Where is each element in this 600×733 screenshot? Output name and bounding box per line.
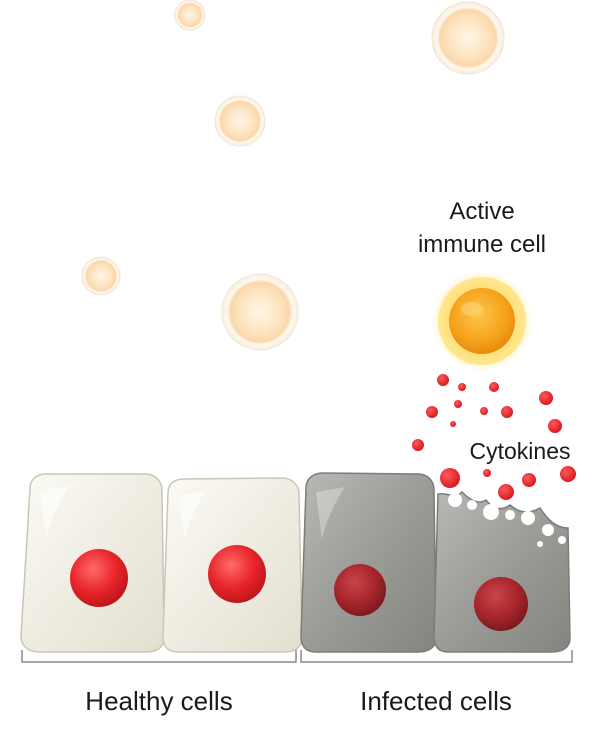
nucleus — [474, 577, 528, 631]
cytokines — [412, 374, 576, 500]
infected-cells — [300, 472, 571, 653]
cytokine — [483, 469, 491, 477]
cytokine — [498, 484, 514, 500]
healthy-cell — [162, 477, 303, 653]
resting-cell — [214, 95, 266, 147]
active-immune-cell-label-line2: immune cell — [418, 231, 546, 258]
active-immune-cell — [432, 271, 532, 371]
resting-cell — [174, 0, 206, 31]
infected-bracket — [300, 650, 573, 663]
nucleus — [334, 564, 386, 616]
cytokine — [426, 406, 438, 418]
cytokine — [539, 391, 553, 405]
brackets — [21, 650, 573, 663]
resting-cell — [431, 1, 505, 75]
cytokine — [412, 439, 424, 451]
resting-immune-cells — [81, 0, 505, 351]
cytokine — [458, 383, 466, 391]
resting-cell — [81, 256, 121, 296]
cytokines-label: Cytokines — [470, 438, 571, 464]
active-immune-cell-label-line1: Active — [449, 198, 514, 225]
nucleus — [208, 545, 266, 603]
infected-cell — [433, 490, 571, 653]
cytokine — [501, 406, 513, 418]
cytokine — [560, 466, 576, 482]
cytokine — [480, 407, 488, 415]
healthy-cells-label: Healthy cells — [85, 686, 232, 716]
healthy-cells — [20, 473, 303, 653]
cytokine — [440, 468, 460, 488]
healthy-cell — [20, 473, 165, 653]
healthy-bracket — [21, 650, 297, 663]
infected-cells-label: Infected cells — [360, 686, 512, 716]
cytokine — [450, 421, 456, 427]
infected-cell — [300, 472, 437, 653]
cytokine — [454, 400, 462, 408]
cytokine — [548, 419, 562, 433]
cytokine — [489, 382, 499, 392]
cytokine — [522, 473, 536, 487]
nucleus — [70, 549, 128, 607]
resting-cell — [221, 273, 299, 351]
cytokine — [437, 374, 449, 386]
